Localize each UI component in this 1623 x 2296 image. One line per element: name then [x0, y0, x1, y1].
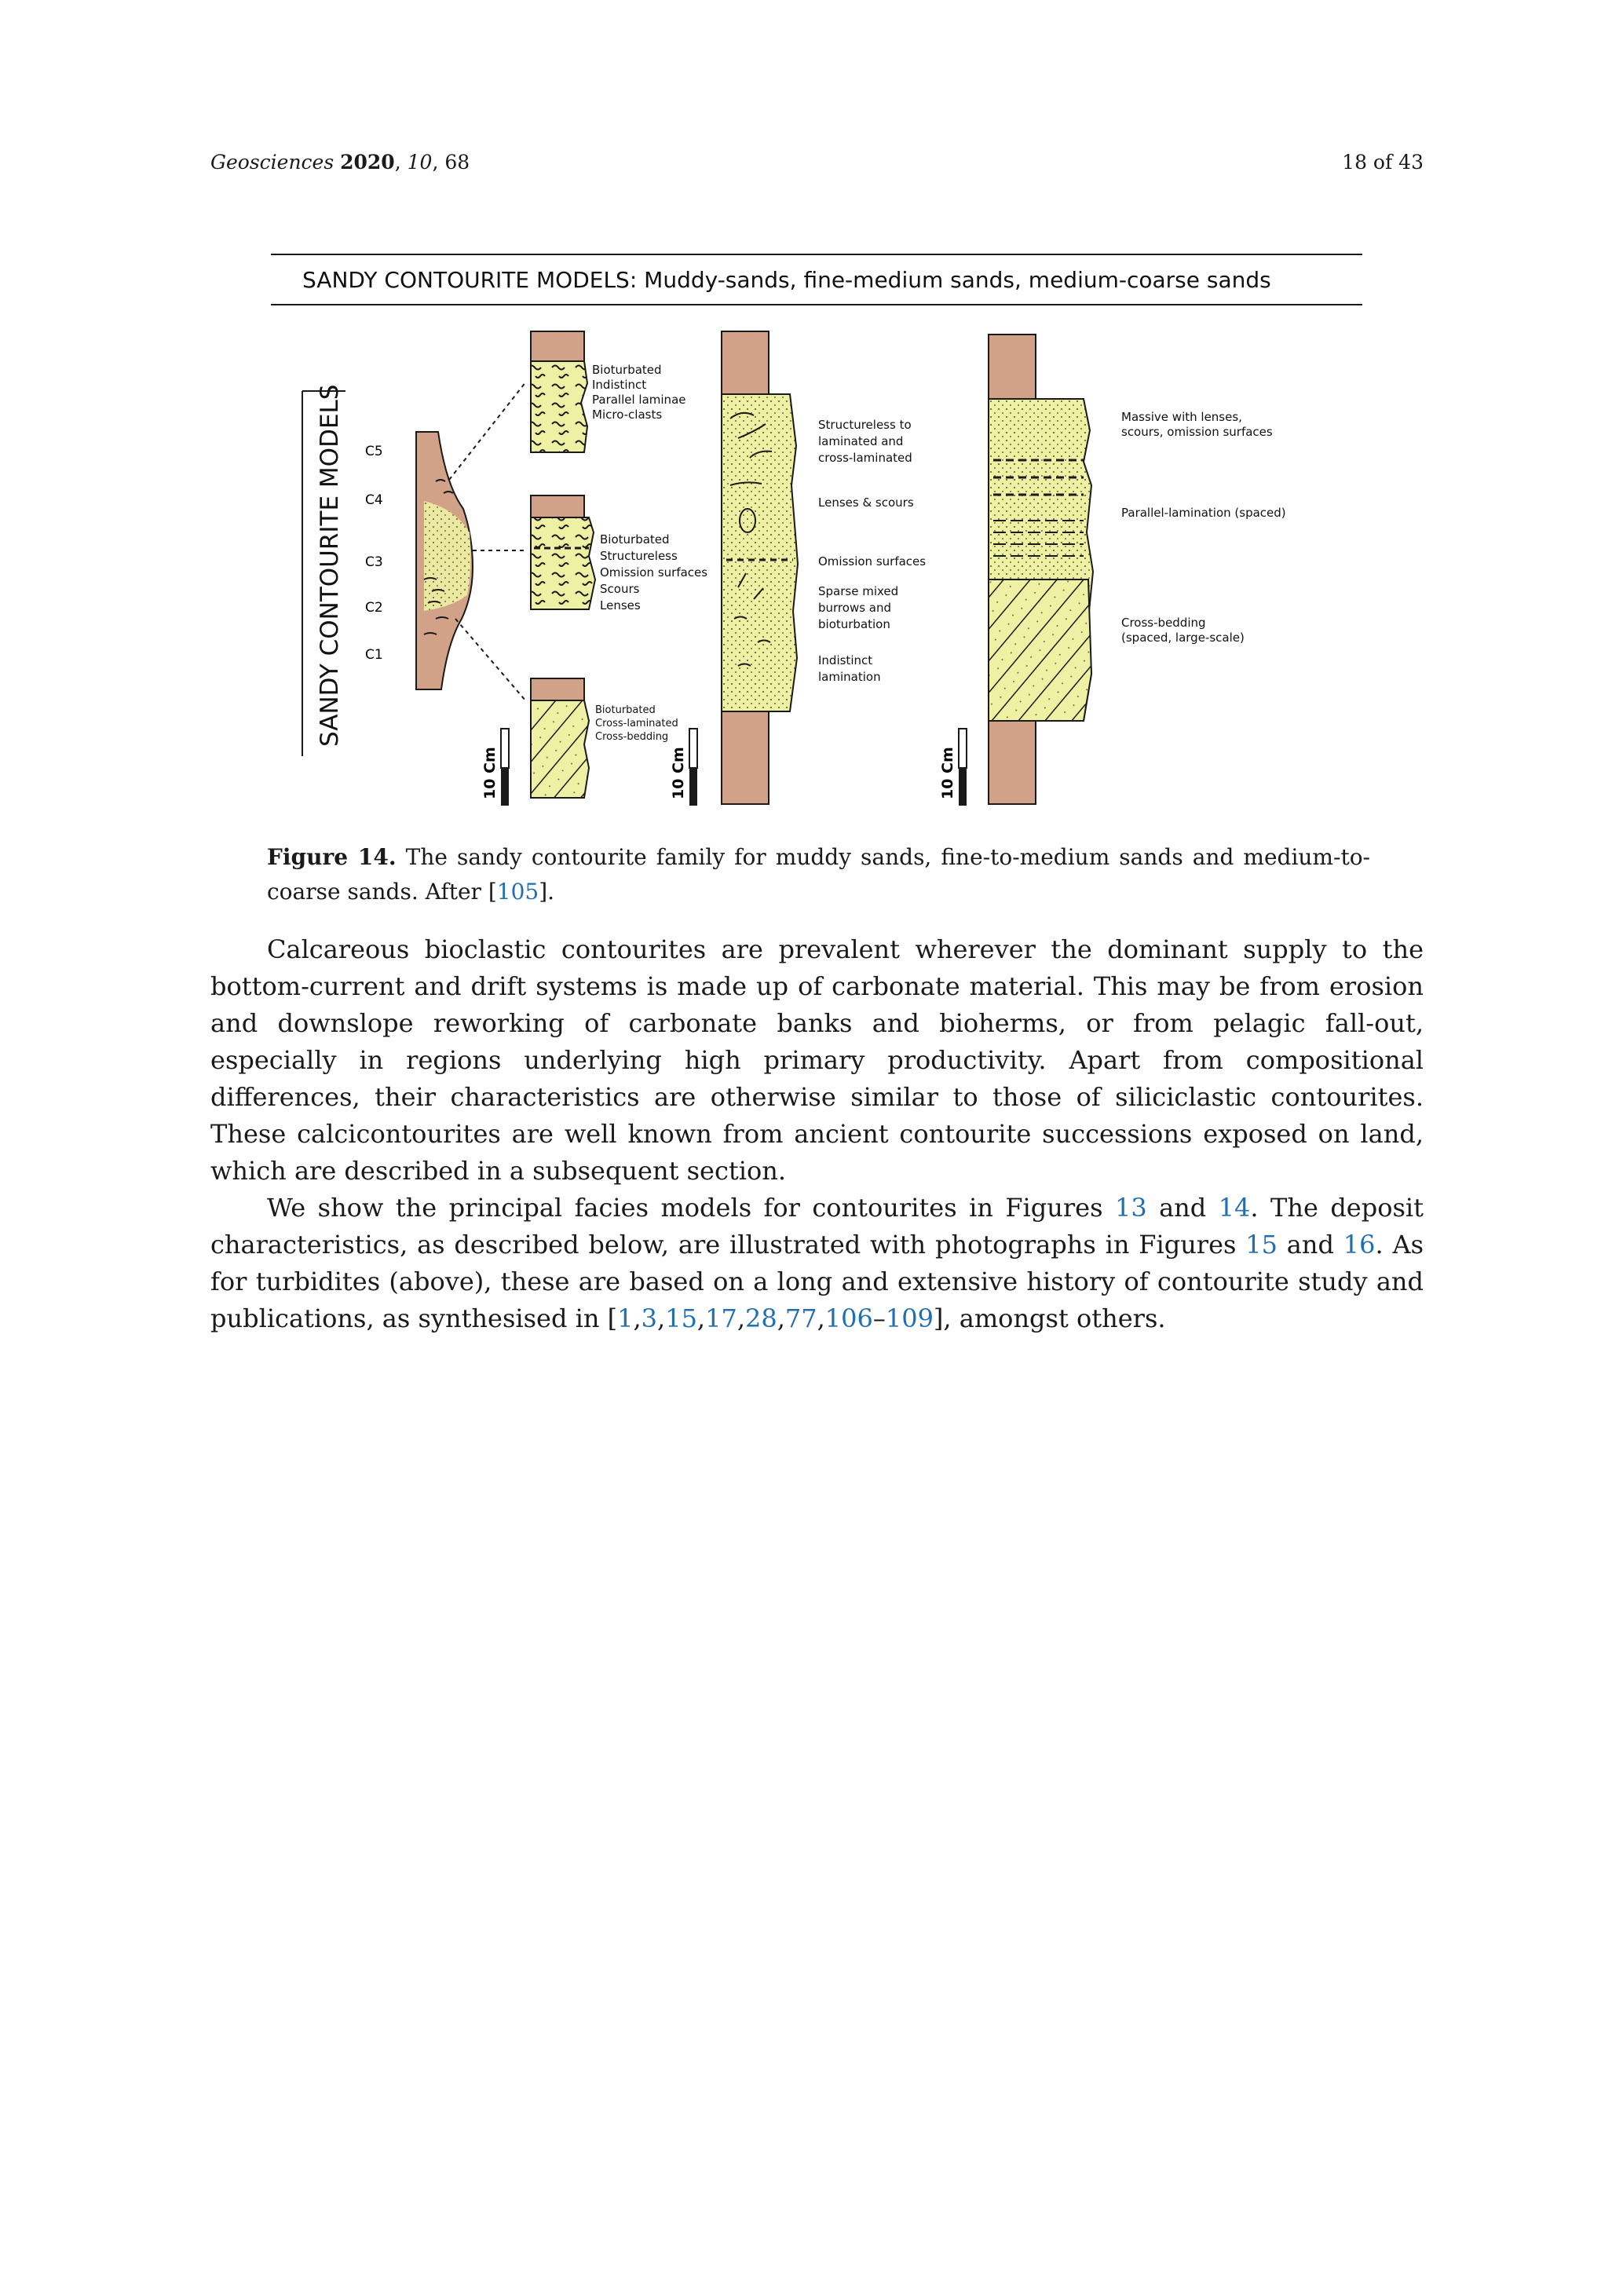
col2-label-d: Sparse mixed burrows and bioturbation: [818, 584, 902, 631]
svg-text:10 Cm: 10 Cm: [939, 747, 956, 799]
division-c3: C3: [365, 554, 383, 570]
figure-drawing: SANDY CONTOURITE MODELS: Muddy-sands, fi…: [271, 254, 1362, 806]
article-number: 68: [444, 151, 470, 174]
scale-bar-1: 10 Cm: [481, 728, 510, 806]
column-2-sand: [721, 331, 799, 805]
caption-ref-link[interactable]: 105: [496, 879, 539, 905]
figure-caption: Figure 14. The sandy contourite family f…: [267, 844, 1371, 905]
journal-volume: 10: [407, 151, 433, 174]
paragraph-2: We show the principal facies models for …: [210, 1193, 1424, 1333]
reference-separator: ,: [696, 1303, 706, 1333]
reference-separator: ,: [657, 1303, 666, 1333]
reference-link[interactable]: 1: [617, 1303, 634, 1333]
col2-label-b: Lenses & scours: [818, 495, 914, 510]
journal-name: Geosciences: [210, 151, 334, 174]
caption-label: Figure 14.: [267, 844, 397, 870]
reference-links: 1,3,15,17,28,77,106–109: [617, 1303, 934, 1333]
detail-box-bottom: [530, 678, 590, 799]
column-3-sand: [988, 334, 1095, 805]
scale-bar-3: 10 Cm: [939, 728, 967, 806]
box-top-text: Bioturbated Indistinct Parallel laminae …: [592, 363, 689, 422]
svg-text:10 Cm: 10 Cm: [481, 747, 499, 799]
svg-text:10 Cm: 10 Cm: [670, 747, 687, 799]
detail-box-mid: [530, 495, 597, 610]
col2-label-c: Omission surfaces: [818, 554, 926, 569]
page-number: 18 of 43: [1342, 151, 1424, 174]
reference-separator: ,: [737, 1303, 745, 1333]
reference-separator: ,: [777, 1303, 785, 1333]
division-c4: C4: [365, 492, 383, 508]
reference-separator: ,: [633, 1303, 642, 1333]
journal-year: 2020: [340, 151, 395, 174]
body-text: Calcareous bioclastic contourites are pr…: [210, 931, 1424, 1337]
figure-14-link[interactable]: 14: [1218, 1193, 1251, 1223]
division-c1: C1: [365, 647, 383, 663]
caption-text: The sandy contourite family for muddy sa…: [267, 844, 1371, 905]
scale-bar-2: 10 Cm: [670, 728, 698, 806]
side-label: SANDY CONTOURITE MODELS: [316, 385, 344, 748]
reference-link[interactable]: 109: [885, 1303, 934, 1333]
reference-separator: –: [872, 1303, 886, 1333]
figure-14: SANDY CONTOURITE MODELS: Muddy-sands, fi…: [267, 250, 1366, 815]
reference-link[interactable]: 77: [784, 1303, 817, 1333]
figure-16-link[interactable]: 16: [1343, 1230, 1376, 1260]
reference-link[interactable]: 106: [824, 1303, 873, 1333]
reference-link[interactable]: 3: [641, 1303, 658, 1333]
column-1-bigradational: [415, 431, 474, 690]
paragraph-1: Calcareous bioclastic contourites are pr…: [210, 934, 1424, 1186]
col3-label-c: Cross-bedding (spaced, large-scale): [1121, 616, 1245, 645]
detail-box-top: [530, 331, 589, 453]
box-bot-text: Bioturbated Cross-laminated Cross-beddin…: [595, 704, 682, 743]
journal-citation: Geosciences 2020, 10, 68: [210, 151, 470, 174]
figure-13-link[interactable]: 13: [1114, 1193, 1147, 1223]
reference-link[interactable]: 17: [705, 1303, 737, 1333]
reference-link[interactable]: 28: [744, 1303, 777, 1333]
figure-15-link[interactable]: 15: [1245, 1230, 1278, 1260]
division-c2: C2: [365, 600, 383, 616]
box-mid-text: Bioturbated Structureless Omission surfa…: [600, 532, 711, 612]
col2-label-e: Indistinct lamination: [818, 653, 881, 684]
col2-label-a: Structureless to laminated and cross-lam…: [818, 418, 915, 465]
division-c5: C5: [365, 444, 383, 459]
figure-title: SANDY CONTOURITE MODELS: Muddy-sands, fi…: [302, 267, 1271, 293]
reference-link[interactable]: 15: [665, 1303, 697, 1333]
col3-label-a: Massive with lenses, scours, omission su…: [1121, 410, 1273, 439]
col3-label-b: Parallel-lamination (spaced): [1121, 506, 1286, 520]
reference-separator: ,: [817, 1303, 825, 1333]
